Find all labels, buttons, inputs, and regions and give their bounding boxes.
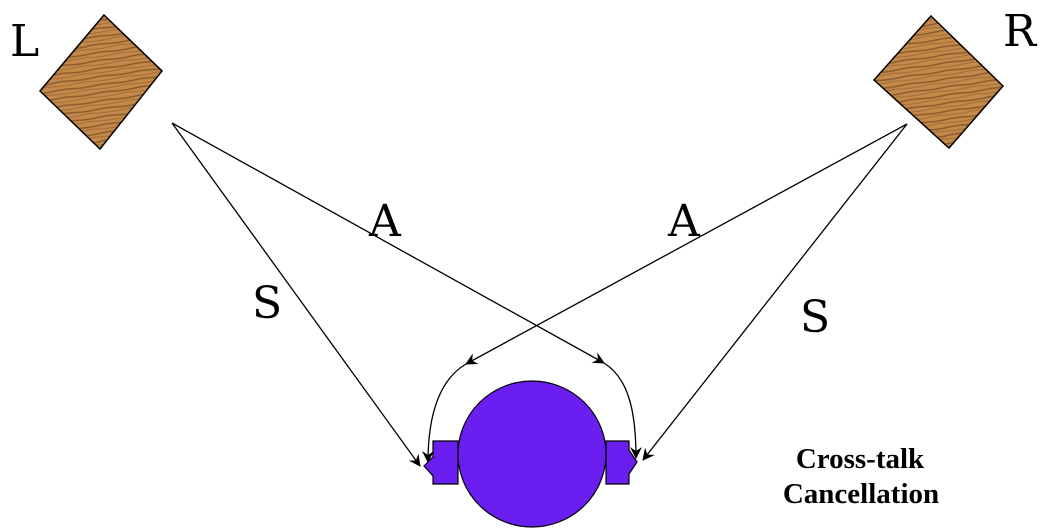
- right-speaker-label: R: [1003, 6, 1038, 57]
- crosstalk-wrap-right: [603, 362, 642, 459]
- caption-line-2: Cancellation: [783, 478, 939, 510]
- left-speaker-icon: [38, 13, 164, 151]
- listener-head-icon: [423, 380, 638, 528]
- direct-path-left: [171, 122, 421, 467]
- crosstalk-path-left: [171, 122, 605, 364]
- crosstalk-label-left: A: [368, 196, 402, 247]
- right-speaker-icon: [872, 14, 1005, 150]
- direct-label-left: S: [252, 278, 282, 329]
- direct-path-right: [642, 123, 908, 461]
- left-ear-icon: [423, 440, 459, 485]
- crosstalk-path-right: [465, 123, 908, 365]
- caption-line-1: Cross-talk: [796, 443, 925, 475]
- right-ear-icon: [605, 440, 638, 485]
- crosstalk-wrap-left: [422, 363, 467, 463]
- head-circle: [457, 380, 607, 528]
- left-speaker-label: L: [10, 16, 39, 67]
- crosstalk-label-right: A: [667, 196, 701, 247]
- direct-label-right: S: [800, 292, 830, 343]
